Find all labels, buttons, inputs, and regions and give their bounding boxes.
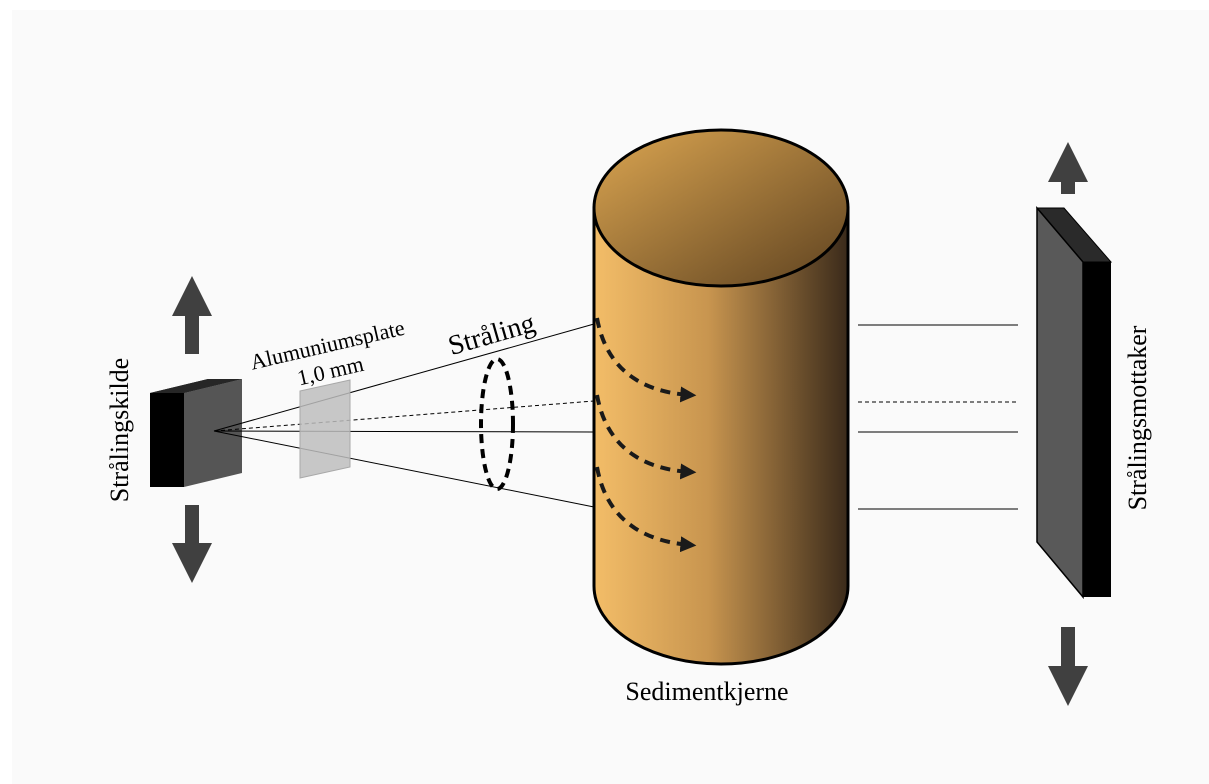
source-up-arrow-icon [172, 276, 212, 354]
source-label: Strålingskilde [105, 358, 134, 502]
radiation-beam-lines [213, 323, 595, 508]
receiver-down-arrow-icon [1048, 627, 1088, 706]
aluminium-plate [299, 379, 351, 479]
radiation-source-box [150, 379, 242, 487]
receiver-up-arrow-icon [1048, 142, 1088, 194]
radiation-receiver [1035, 205, 1113, 600]
sediment-core-cylinder [592, 128, 850, 666]
source-down-arrow-icon [172, 505, 212, 583]
beam-cross-section-ellipse [479, 357, 515, 491]
receiver-label: Strålingsmottaker [1123, 325, 1152, 510]
transmitted-beam-lines [858, 324, 1018, 510]
core-label: Sedimentkjerne [625, 677, 788, 706]
